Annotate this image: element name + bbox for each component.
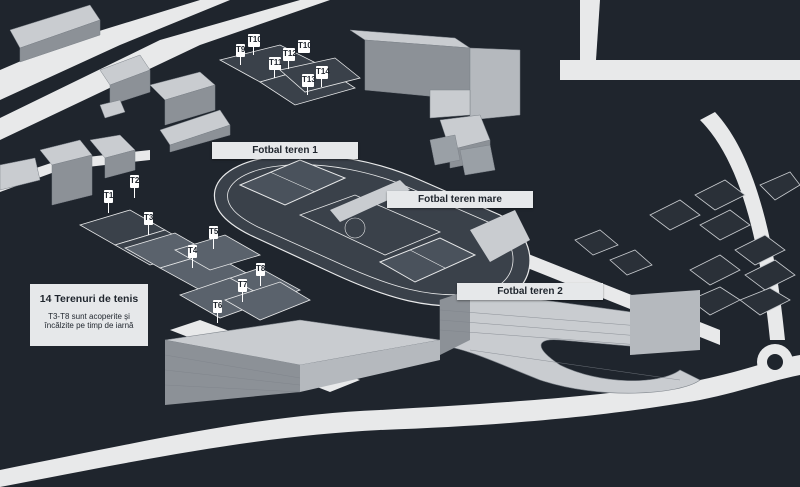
pin-t1: T1 [104, 190, 113, 203]
pin-line-t11 [274, 70, 275, 78]
pin-line-t3 [148, 225, 149, 235]
tennis-info-box: 14 Terenuri de tenis T3-T8 sunt acoperit… [30, 284, 148, 346]
stadium [213, 153, 531, 307]
pin-t11: T11 [269, 57, 282, 70]
pin-t5: T5 [209, 226, 218, 239]
pin-t14b: T14 [316, 66, 330, 79]
tennis-note-line1: T3-T8 sunt acoperite și [48, 312, 130, 321]
houses-right [574, 171, 800, 316]
pin-t10: T10 [248, 34, 262, 47]
pin-line-t12 [288, 61, 289, 69]
pin-line-t9 [240, 57, 241, 65]
pin-t3: T3 [144, 212, 153, 225]
pin-line-t6 [217, 313, 218, 323]
tennis-note-line2: încălzite pe timp de iarnă [44, 321, 134, 330]
pin-t8: T8 [256, 263, 265, 276]
pin-t4: T4 [188, 245, 197, 258]
pin-t9: T9 [236, 44, 245, 57]
pin-t6: T6 [213, 300, 222, 313]
sports-hall [439, 289, 701, 394]
pin-line-t2 [134, 188, 135, 198]
label-fotbal-teren-1: Fotbal teren 1 [212, 142, 358, 159]
buildings-left [0, 4, 231, 206]
pin-t13: T13 [302, 74, 316, 87]
pin-t12: T12 [283, 48, 297, 61]
label-fotbal-teren-2: Fotbal teren 2 [457, 283, 603, 300]
pin-t14: T10 [298, 40, 312, 53]
pin-line-t13 [307, 87, 308, 95]
pin-line-t5 [213, 239, 214, 249]
pin-line-t10 [253, 47, 254, 55]
pin-t7: T7 [238, 279, 247, 292]
pin-line-t4 [192, 258, 193, 268]
label-fotbal-teren-mare: Fotbal teren mare [387, 191, 533, 208]
pin-line-t14 [321, 79, 322, 87]
pin-t2: T2 [130, 175, 139, 188]
tennis-courts [78, 44, 361, 321]
pin-line-t1 [108, 203, 109, 213]
pin-line-t8 [260, 276, 261, 286]
pin-line-t7 [242, 292, 243, 302]
tennis-hall [164, 319, 441, 405]
buildings-top [349, 29, 521, 176]
tennis-title: 14 Terenuri de tenis [39, 293, 139, 305]
